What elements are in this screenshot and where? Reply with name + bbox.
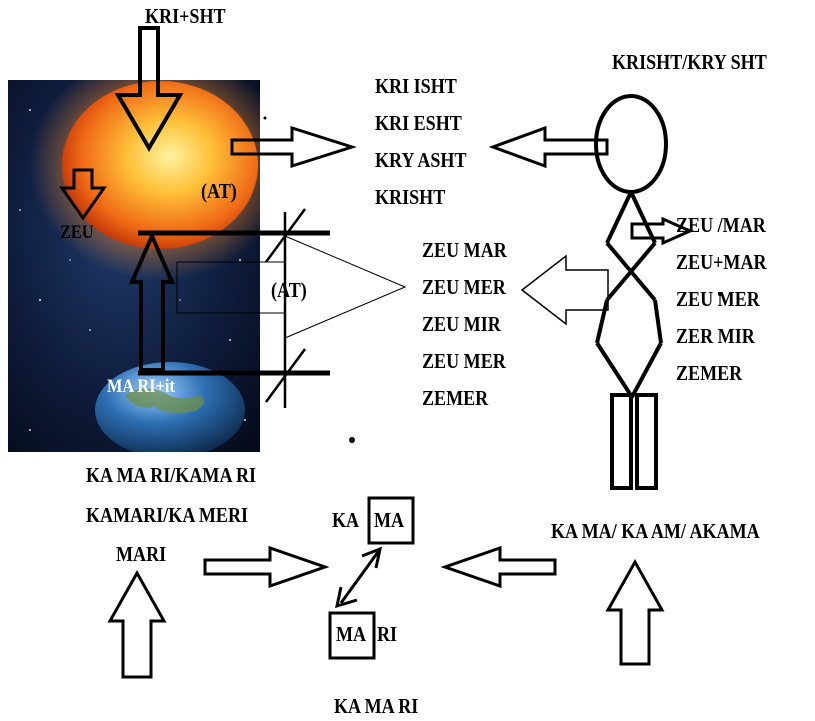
stick-figure: [594, 94, 668, 490]
zeu-label: ZEU: [60, 222, 94, 243]
at-upper-label: (AT): [201, 179, 237, 203]
down-arrow-zeu: [59, 168, 107, 221]
down-arrow-top: [114, 26, 184, 152]
ma-boxed-bottom: MA: [336, 622, 367, 646]
zeu-right-item: ZEU /MAR: [676, 213, 766, 237]
zeu-right-list: ZEU /MAR ZEU+MAR ZEU MER ZER MIR ZEMER: [676, 215, 781, 400]
zeu-middle-item: ZEMER: [422, 386, 489, 410]
krisht-variants-list: KRI ISHT KRI ESHT KRY ASHT KRISHT: [375, 76, 481, 224]
mari-it-label: MA RI+it: [107, 376, 175, 397]
bottom-left-line-2: KAMARI/KA MERI: [86, 503, 249, 527]
figure-right-leg: [635, 393, 658, 490]
krisht-variant: KRY ASHT: [375, 148, 467, 172]
ka-ma-akama-label: KA MA/ KA AM/ AKAMA: [551, 519, 760, 543]
left-arrow-bottom-right: [440, 545, 557, 589]
up-arrow-bottom-left: [107, 569, 167, 679]
ka-ma-ri-label: KA MA RI: [334, 694, 419, 718]
zeu-middle-item: ZEU MER: [422, 275, 506, 299]
right-arrow-bottom-left: [203, 545, 330, 589]
right-arrow-krisht: [230, 125, 357, 169]
zeu-middle-item: ZEU MAR: [422, 238, 507, 262]
zeu-right-item: ZEMER: [676, 361, 743, 385]
bottom-left-line-3: MARI: [116, 542, 167, 566]
figure-left-leg: [610, 393, 633, 490]
space-image: [8, 80, 260, 452]
zeu-right-item: ZEU MER: [676, 287, 760, 311]
krisht-kry-sht-label: KRISHT/KRY SHT: [612, 50, 767, 74]
sun: [62, 81, 258, 249]
left-arrow-head: [488, 125, 609, 169]
right-arrow-zeu-right: [630, 216, 694, 246]
zeu-middle-list: ZEU MAR ZEU MER ZEU MIR ZEU MER ZEMER: [422, 240, 521, 425]
bidirectional-arrow: [339, 551, 380, 604]
krisht-variant: KRISHT: [375, 185, 446, 209]
up-arrow-bottom-right: [605, 558, 665, 666]
ri-label-bottom: RI: [377, 622, 398, 646]
at-middle-label: (AT): [271, 278, 307, 302]
zeu-right-item: ZER MIR: [676, 324, 755, 348]
zeu-middle-item: ZEU MER: [422, 349, 506, 373]
ka-label-top: KA: [332, 508, 360, 532]
ma-boxed-top: MA: [374, 508, 405, 532]
ma-box-top: [367, 496, 415, 545]
left-arrow-zeu-list: [520, 254, 609, 326]
ma-box-bottom: [328, 611, 376, 660]
krisht-variant: KRI ESHT: [375, 111, 462, 135]
krisht-variant: KRI ISHT: [375, 74, 457, 98]
bottom-left-line-1: KA MA RI/KAMA RI: [86, 463, 257, 487]
kri-sht-label: KRI+SHT: [145, 4, 226, 28]
zeu-right-item: ZEU+MAR: [676, 250, 767, 274]
at-triangle: [284, 235, 407, 339]
at-bracket: [176, 261, 285, 314]
zeu-middle-item: ZEU MIR: [422, 312, 501, 336]
up-arrow-space: [128, 230, 176, 372]
